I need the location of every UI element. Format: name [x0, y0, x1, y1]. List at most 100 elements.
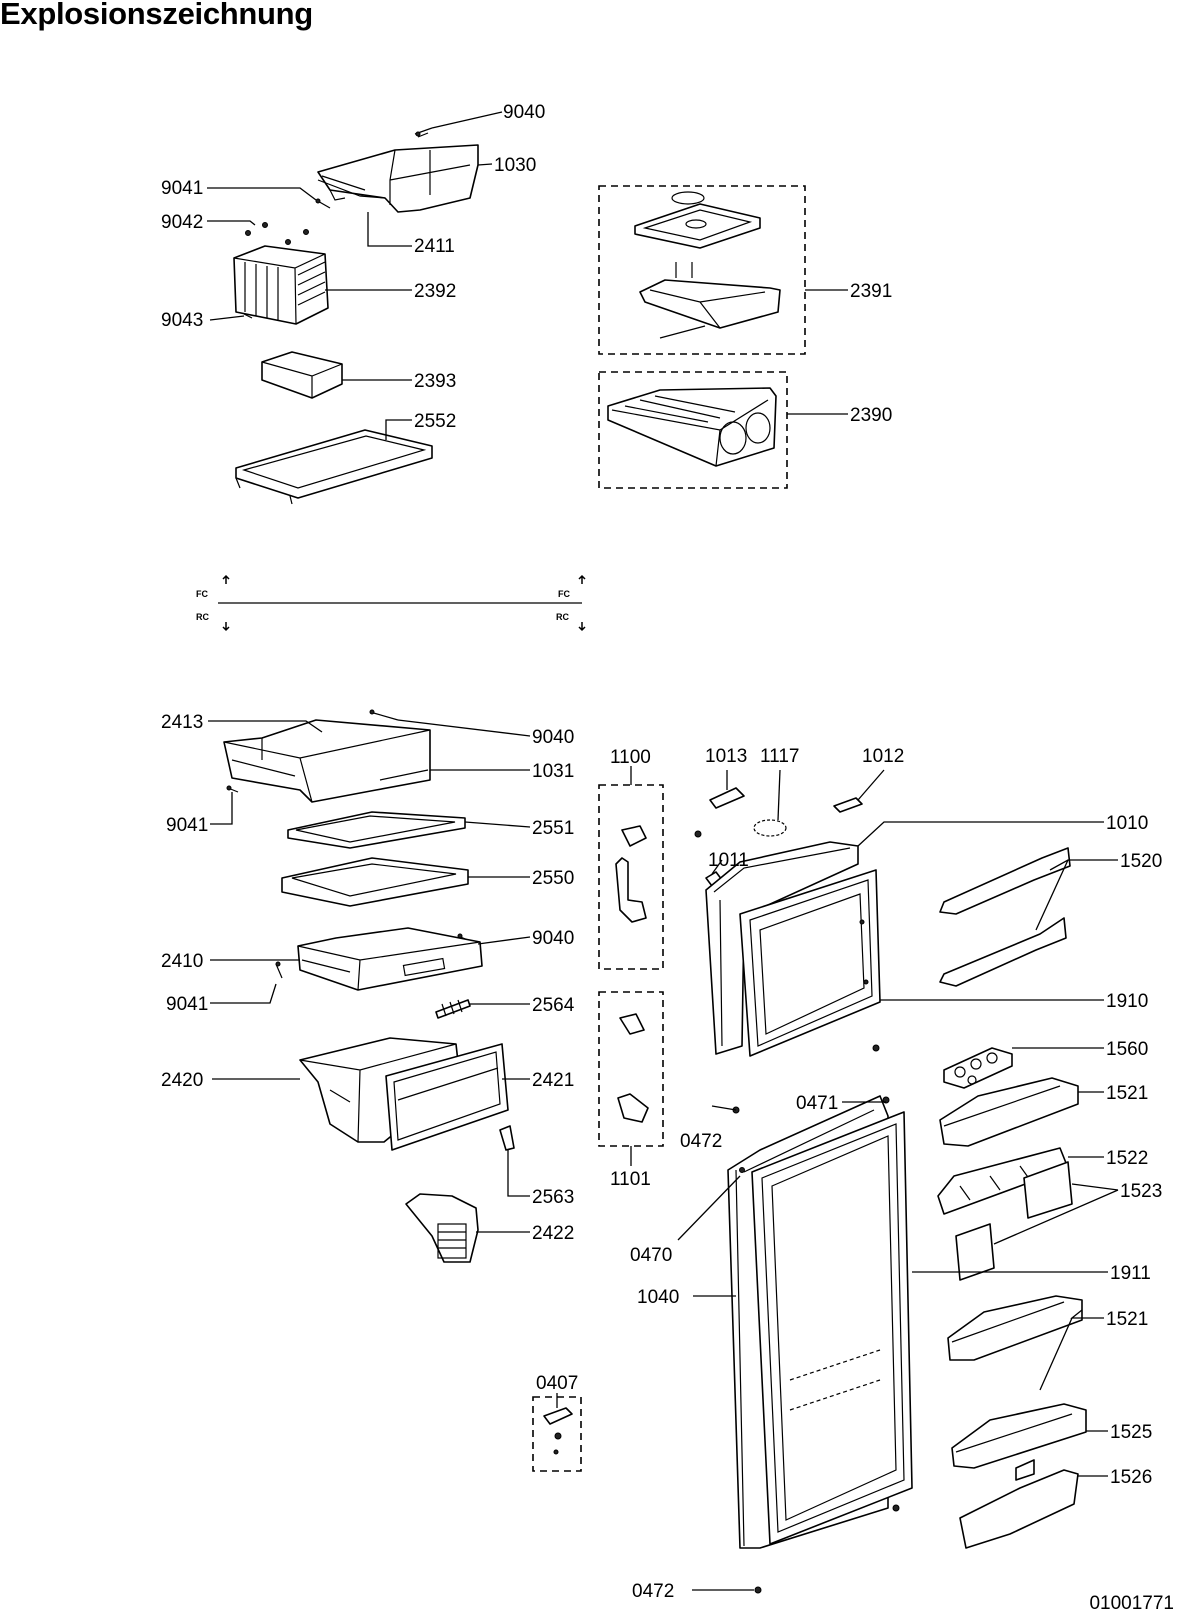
label-2391: 2391: [850, 281, 892, 302]
part-labels: 9040 1030 9041 9042 2411 2392 9043 2393 …: [161, 102, 1162, 1602]
leader-lines: [207, 111, 1119, 1591]
part-2551-glass-shelf: [287, 811, 466, 849]
label-9042: 9042: [161, 212, 203, 233]
part-2391-icemaker: [634, 191, 781, 339]
part-9043-screw: [243, 313, 253, 319]
part-2390-ice-tray: [607, 387, 777, 467]
label-1031: 1031: [532, 761, 574, 782]
label-1910: 1910: [1106, 991, 1148, 1012]
part-1101-handle: [617, 1013, 649, 1123]
part-1523-clips: [955, 1161, 1073, 1281]
label-9040-low: 9040: [532, 928, 574, 949]
label-1011: 1011: [708, 850, 749, 871]
document-number: 01001771: [1089, 1593, 1174, 1614]
label-2422: 2422: [532, 1223, 574, 1244]
label-2392: 2392: [414, 281, 456, 302]
part-1117-badge: [753, 819, 787, 837]
group-1100-box: [598, 784, 664, 970]
label-1523: 1523: [1120, 1181, 1162, 1202]
part-0407-kit: [543, 1407, 573, 1455]
label-1521-bottom: 1521: [1106, 1309, 1148, 1330]
label-2420: 2420: [161, 1070, 203, 1091]
compartment-divider: FC RC FC RC: [196, 574, 586, 632]
part-2392-evaporator-cover: [233, 245, 329, 325]
divider-rc-right: RC: [556, 612, 569, 622]
part-2393-tray: [261, 351, 343, 399]
label-2564: 2564: [532, 995, 575, 1016]
label-1101: 1101: [610, 1169, 651, 1190]
label-1010: 1010: [1106, 813, 1148, 834]
group-2390-box: [598, 371, 788, 489]
part-2550-shelf-frame: [281, 857, 469, 907]
label-1521-top: 1521: [1106, 1083, 1148, 1104]
label-2410: 2410: [161, 951, 203, 972]
part-9042-screws: [245, 222, 309, 245]
part-9040-screw-mid: [369, 709, 399, 721]
group-2391-box: [598, 185, 806, 355]
part-9041-screw-c: [275, 961, 283, 979]
part-1013-cap: [709, 787, 745, 809]
label-0470: 0470: [630, 1245, 672, 1266]
label-9041-top: 9041: [161, 178, 203, 199]
label-1520: 1520: [1120, 851, 1162, 872]
label-0472-bottom: 0472: [632, 1581, 674, 1602]
label-1040: 1040: [637, 1287, 679, 1308]
label-1117: 1117: [760, 746, 799, 767]
label-1100: 1100: [610, 747, 651, 768]
part-1030-drawer: [317, 144, 479, 213]
part-1012-cap: [833, 797, 863, 813]
part-9040-screw-top: [414, 127, 433, 138]
divider-fc-right: FC: [558, 589, 570, 599]
part-1520-bottle-racks: [939, 847, 1071, 987]
part-1100-handle: [615, 825, 647, 923]
part-2563-latch: [499, 1125, 515, 1151]
part-1031-drawer: [223, 719, 431, 803]
part-2552-shelf: [235, 429, 433, 505]
divider-fc-left: FC: [196, 589, 208, 599]
part-1521-door-shelf-bottom: [947, 1295, 1083, 1361]
label-1030: 1030: [494, 155, 536, 176]
label-2563: 2563: [532, 1187, 574, 1208]
label-9041-low: 9041: [166, 994, 208, 1015]
label-2393: 2393: [414, 371, 456, 392]
part-1526-bottle-rack: [959, 1459, 1079, 1549]
label-0472-top: 0472: [680, 1131, 722, 1152]
label-2421: 2421: [532, 1070, 574, 1091]
part-1521-door-shelf-top: [939, 1077, 1079, 1147]
label-9040-mid: 9040: [532, 727, 574, 748]
label-9040-top: 9040: [503, 102, 545, 123]
label-9043: 9043: [161, 310, 203, 331]
label-0471: 0471: [796, 1093, 838, 1114]
divider-rc-left: RC: [196, 612, 209, 622]
label-1560: 1560: [1106, 1039, 1148, 1060]
part-1911-gasket: [751, 1111, 913, 1545]
label-2390: 2390: [850, 405, 892, 426]
part-1560-egg-tray: [943, 1047, 1013, 1089]
label-0407: 0407: [536, 1373, 578, 1394]
part-1525-bottle-shelf: [951, 1403, 1087, 1469]
label-1012: 1012: [862, 746, 904, 767]
label-1911: 1911: [1110, 1263, 1151, 1284]
label-2411: 2411: [414, 236, 455, 257]
part-2564-clip: [435, 999, 471, 1019]
part-1010-freezer-door: [705, 841, 859, 1055]
label-2552: 2552: [414, 411, 456, 432]
label-1526: 1526: [1110, 1467, 1152, 1488]
page-title: Explosionszeichnung: [0, 0, 313, 31]
label-1522: 1522: [1106, 1148, 1148, 1169]
part-1910-gasket: [739, 869, 881, 1057]
label-9041-mid: 9041: [166, 815, 208, 836]
label-2550: 2550: [532, 868, 574, 889]
part-9041-screw: [315, 198, 331, 209]
label-2551: 2551: [532, 818, 574, 839]
label-1525: 1525: [1110, 1422, 1152, 1443]
part-2420-crisper: [299, 1037, 461, 1143]
part-2422-cover: [405, 1193, 479, 1263]
part-9041-screw-b: [226, 785, 239, 793]
part-2421-crisper-front: [385, 1043, 509, 1151]
label-2413: 2413: [161, 712, 203, 733]
part-2410-drawer: [297, 927, 483, 991]
label-1013: 1013: [705, 746, 747, 767]
part-hinge-pins: [732, 1096, 890, 1594]
